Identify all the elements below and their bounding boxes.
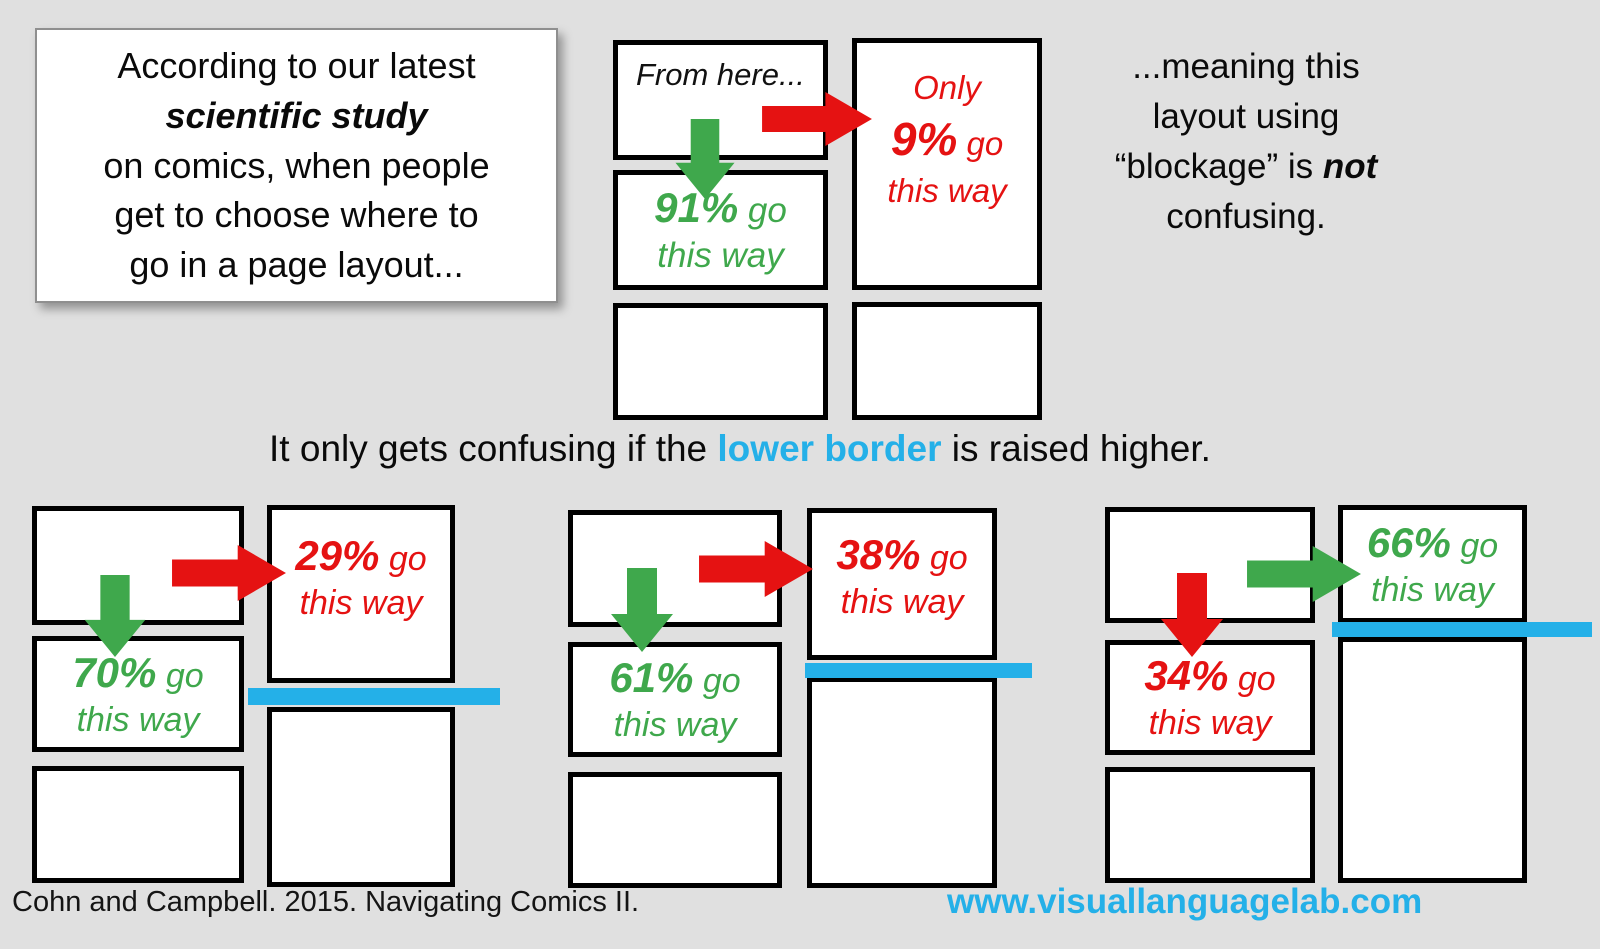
right-percentage-label: 38% go this way: [836, 529, 967, 623]
percent-word: go: [702, 662, 741, 701]
percent-value: 66%: [1366, 518, 1451, 566]
down-arrow-icon: [675, 119, 735, 199]
lower-border-bar: [805, 663, 1032, 678]
d3-panel-empty: [1105, 767, 1315, 883]
intro-emphasis: scientific study: [165, 94, 428, 136]
intro-text-box: According to our latest scientific study…: [35, 28, 558, 303]
percent-value: 34%: [1144, 652, 1229, 700]
right-arrow-icon: [762, 92, 872, 146]
percent-word: go: [929, 539, 968, 577]
percent-word: go: [1237, 660, 1276, 699]
percent-line2: this way: [613, 706, 737, 745]
meaning-line: confusing.: [1166, 197, 1326, 237]
right-arrow-icon: [1247, 546, 1361, 602]
percent-word: go: [1460, 526, 1499, 565]
percent-value: 29%: [295, 532, 380, 579]
down-percentage-label: 91% go this way: [654, 182, 787, 277]
percent-line2: this way: [1148, 704, 1272, 743]
top-panel-9: Only 9% go this way: [852, 38, 1042, 290]
lower-border-bar: [248, 688, 500, 705]
only-word: Only: [913, 69, 981, 106]
intro-line: get to choose where to: [114, 194, 479, 236]
right-percentage-label: 66% go this way: [1367, 517, 1498, 611]
citation-text: Cohn and Campbell. 2015. Navigating Comi…: [12, 886, 640, 918]
d3-panel-bottom-right: [1338, 637, 1527, 883]
d3-panel-right: 66% go this way: [1338, 505, 1527, 623]
intro-line: on comics, when people: [103, 144, 490, 186]
d1-panel-bottom-right: [267, 707, 455, 887]
meaning-line: ...meaning this: [1132, 47, 1360, 86]
d2-panel-down: 61% go this way: [568, 642, 782, 757]
percent-value: 9%: [890, 112, 958, 165]
d2-panel-right: 38% go this way: [807, 508, 997, 660]
top-panel-empty-right: [852, 302, 1042, 420]
heading-pre: It only gets confusing if the: [269, 428, 708, 469]
d2-panel-bottom-right: [807, 677, 997, 888]
percent-line2: this way: [76, 700, 200, 739]
down-percentage-label: 61% go this way: [609, 652, 740, 746]
percent-value: 70%: [72, 648, 157, 696]
website-link: www.visuallanguagelab.com: [947, 882, 1423, 921]
d1-panel-empty: [32, 766, 244, 883]
percent-line2: this way: [657, 236, 784, 276]
percent-word: go: [747, 191, 787, 231]
intro-line: go in a page layout...: [129, 244, 464, 285]
d1-panel-right: 29% go this way: [267, 505, 455, 683]
d2-panel-empty: [568, 772, 782, 888]
meaning-text: ...meaning this layout using “blockage” …: [1050, 42, 1442, 242]
percent-line2: this way: [887, 171, 1007, 209]
percent-value: 91%: [654, 184, 739, 232]
top-panel-from: From here...: [613, 40, 828, 160]
d3-panel-down: 34% go this way: [1105, 640, 1315, 755]
percent-value: 61%: [609, 654, 694, 702]
right-arrow-icon: [172, 545, 286, 601]
not-emphasis: not: [1322, 147, 1378, 187]
heading: It only gets confusing if the lower bord…: [60, 428, 1420, 470]
from-here-label: From here...: [636, 57, 805, 92]
percent-value: 38%: [836, 531, 921, 578]
percent-word: go: [388, 540, 427, 578]
down-percentage-label: 70% go this way: [72, 647, 203, 741]
meaning-line: layout using: [1152, 97, 1340, 137]
meaning-line: “blockage” is not: [1114, 147, 1378, 187]
percent-line2: this way: [1371, 570, 1494, 609]
down-arrow-icon: [611, 568, 673, 652]
top-panel-empty-left: [613, 303, 828, 420]
intro-line: According to our latest: [117, 45, 476, 87]
right-percentage-label: 29% go this way: [295, 530, 426, 624]
down-arrow-icon: [1161, 573, 1223, 657]
percent-word: go: [966, 124, 1004, 162]
right-arrow-icon: [699, 541, 813, 597]
percent-line2: this way: [299, 584, 423, 623]
percent-line2: this way: [840, 583, 964, 622]
lower-border-bar: [1332, 622, 1592, 637]
top-panel-91: 91% go this way: [613, 170, 828, 290]
d1-panel-down: 70% go this way: [32, 636, 244, 752]
heading-post: is raised higher.: [951, 428, 1211, 469]
down-percentage-label: 34% go this way: [1144, 650, 1275, 744]
heading-highlight: lower border: [717, 428, 942, 469]
percent-word: go: [165, 656, 204, 695]
right-percentage-label: Only 9% go this way: [887, 67, 1006, 213]
down-arrow-icon: [84, 575, 146, 657]
